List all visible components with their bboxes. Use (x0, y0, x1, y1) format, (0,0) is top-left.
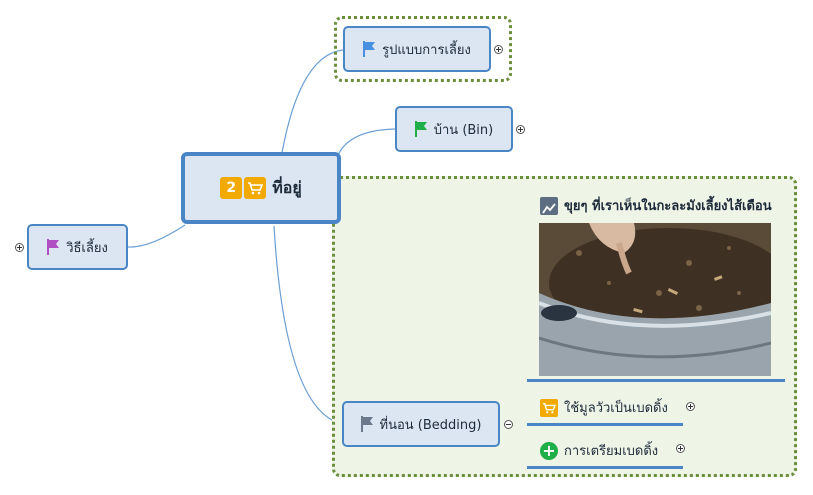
topic-style[interactable]: รูปแบบการเลี้ยง (343, 26, 491, 72)
subtopic-1-underline (527, 379, 785, 382)
flag-purple-icon (47, 239, 60, 255)
topic-bin[interactable]: บ้าน (Bin) (395, 106, 513, 152)
cart-icon (244, 177, 267, 199)
topic-style-label: รูปแบบการเลี้ยง (382, 42, 471, 58)
priority-badge: 2 (220, 177, 243, 199)
collapse-bedding-icon[interactable] (504, 420, 513, 429)
image-caption: ขุยๆ ที่เราเห็นในกะละมังเลี้ยงไส้เดือน (540, 195, 772, 216)
topic-bedding[interactable]: ที่นอน (Bedding) (342, 401, 500, 447)
image-caption-text: ขุยๆ ที่เราเห็นในกะละมังเลี้ยงไส้เดือน (564, 199, 772, 214)
connector-central-style (281, 49, 344, 154)
plus-icon: + (540, 441, 558, 460)
expand-subtopic-2-icon[interactable] (676, 444, 685, 453)
expand-style-icon[interactable] (494, 45, 503, 54)
flag-gray-icon (360, 416, 373, 432)
topic-bedding-label: ที่นอน (Bedding) (379, 417, 482, 433)
connector-central-bin (337, 128, 396, 156)
cart-icon (540, 398, 558, 417)
central-topic[interactable]: 2 ที่อยู่ (181, 152, 341, 224)
expand-left-icon[interactable] (15, 243, 24, 252)
subtopic-prepare-bedding[interactable]: + การเตรียมเบดดิ้ง (540, 440, 658, 461)
topic-bin-label: บ้าน (Bin) (433, 122, 494, 138)
expand-bin-icon[interactable] (516, 125, 525, 134)
connector-central-bedding (273, 225, 343, 425)
worm-bin-photo (539, 223, 771, 376)
central-topic-label: ที่อยู่ (272, 177, 302, 197)
subtopic-2-underline (527, 466, 683, 469)
connector-central-left (127, 224, 186, 248)
topic-left-label: วิธีเลี้ยง (66, 240, 108, 256)
subtopic-cow-dung[interactable]: ใช้มูลวัวเป็นเบดดิ้ง (540, 397, 668, 418)
subtopic-prepare-bedding-label: การเตรียมเบดดิ้ง (564, 444, 659, 459)
boundary-style (334, 16, 512, 82)
chart-icon (540, 196, 558, 215)
subtopic-1-baseline (527, 423, 683, 426)
topic-left[interactable]: วิธีเลี้ยง (27, 224, 128, 270)
subtopic-cow-dung-label: ใช้มูลวัวเป็นเบดดิ้ง (564, 401, 668, 416)
flag-blue-icon (363, 41, 376, 57)
expand-subtopic-1-icon[interactable] (686, 402, 695, 411)
flag-green-icon (414, 121, 427, 137)
